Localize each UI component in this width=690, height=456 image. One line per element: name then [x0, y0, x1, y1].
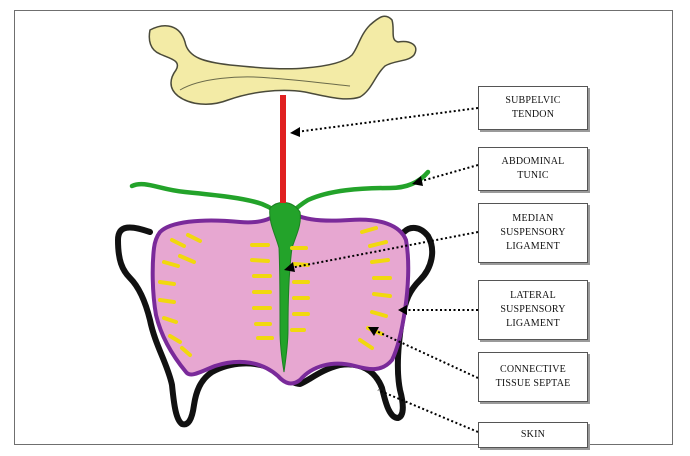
pelvic-bone [149, 16, 415, 104]
label-connective-tissue-septae: CONNECTIVE TISSUE SEPTAE [478, 352, 588, 402]
label-lateral-suspensory-ligament: LATERAL SUSPENSORY LIGAMENT [478, 280, 588, 340]
leader-subpelvic-tendon [296, 108, 478, 132]
label-median-suspensory-ligament: MEDIAN SUSPENSORY LIGAMENT [478, 203, 588, 263]
arrowhead-subpelvic-tendon [290, 127, 300, 137]
label-abdominal-tunic: ABDOMINAL TUNIC [478, 147, 588, 191]
label-skin: SKIN [478, 422, 588, 448]
label-subpelvic-tendon: SUBPELVIC TENDON [478, 86, 588, 130]
